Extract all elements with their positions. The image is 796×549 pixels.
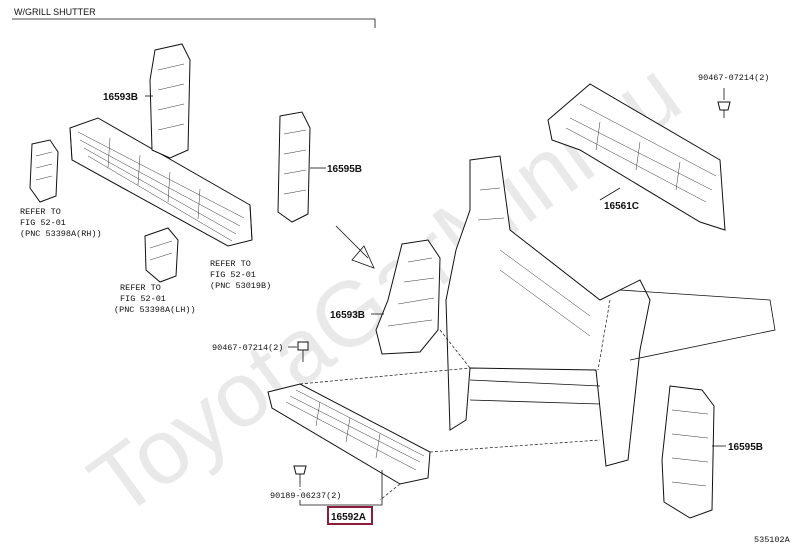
direction-arrow (335, 225, 375, 269)
label-90189[interactable]: 90189-06237(2) (270, 491, 341, 501)
svg-text:REFER TO: REFER TO (210, 259, 251, 269)
radiator-support-frame[interactable] (445, 155, 776, 467)
svg-text:(PNC 53019B): (PNC 53019B) (210, 281, 271, 291)
page-title: W/GRILL SHUTTER (14, 7, 96, 17)
dashed-guide-lower (299, 367, 601, 501)
part-16592A[interactable] (267, 383, 431, 485)
left-bracket[interactable] (29, 139, 59, 203)
upper-grille-bar[interactable] (69, 117, 253, 247)
svg-text:FIG 52-01: FIG 52-01 (210, 270, 256, 280)
header-bracket (12, 18, 376, 28)
figure-id: 535102A (754, 535, 791, 545)
svg-text:REFER TO: REFER TO (120, 283, 161, 293)
label-90467-mid[interactable]: 90467-07214(2) (212, 343, 283, 353)
svg-text:FIG 52-01: FIG 52-01 (120, 294, 166, 304)
label-16593B-top[interactable]: 16593B (103, 92, 138, 103)
part-16595B-top[interactable] (277, 111, 311, 223)
part-16593B-top[interactable] (149, 43, 191, 159)
ref-left: REFER TO FIG 52-01 (PNC 53398A(RH)) (20, 207, 102, 239)
ref-center-left: REFER TO FIG 52-01 (PNC 53398A(LH)) (114, 283, 196, 315)
bolt-icon-mid[interactable] (297, 341, 309, 362)
part-16595B-bottom[interactable] (661, 385, 715, 519)
svg-text:(PNC 53398A(RH)): (PNC 53398A(RH)) (20, 229, 102, 239)
leader-16592A (299, 470, 383, 506)
label-16592A[interactable]: 16592A (331, 512, 366, 523)
part-16561C[interactable] (547, 83, 726, 231)
center-bracket[interactable] (144, 227, 179, 283)
label-90467-top[interactable]: 90467-07214(2) (698, 73, 769, 83)
label-16595B-top[interactable]: 16595B (327, 164, 362, 175)
highlight-box-16592A[interactable] (327, 506, 373, 525)
svg-text:REFER TO: REFER TO (20, 207, 61, 217)
dashed-guide-center (439, 299, 611, 371)
label-16595B-bottom[interactable]: 16595B (728, 442, 763, 453)
screw-icon-bottom[interactable] (293, 465, 307, 484)
label-16561C[interactable]: 16561C (604, 201, 639, 212)
label-16593B-mid[interactable]: 16593B (330, 310, 365, 321)
clip-icon-top[interactable] (717, 101, 731, 118)
ref-center-right: REFER TO FIG 52-01 (PNC 53019B) (210, 259, 271, 291)
part-16593B-mid[interactable] (375, 239, 441, 355)
svg-text:(PNC 53398A(LH)): (PNC 53398A(LH)) (114, 305, 196, 315)
leader-16561C (599, 187, 621, 201)
svg-text:FIG 52-01: FIG 52-01 (20, 218, 66, 228)
